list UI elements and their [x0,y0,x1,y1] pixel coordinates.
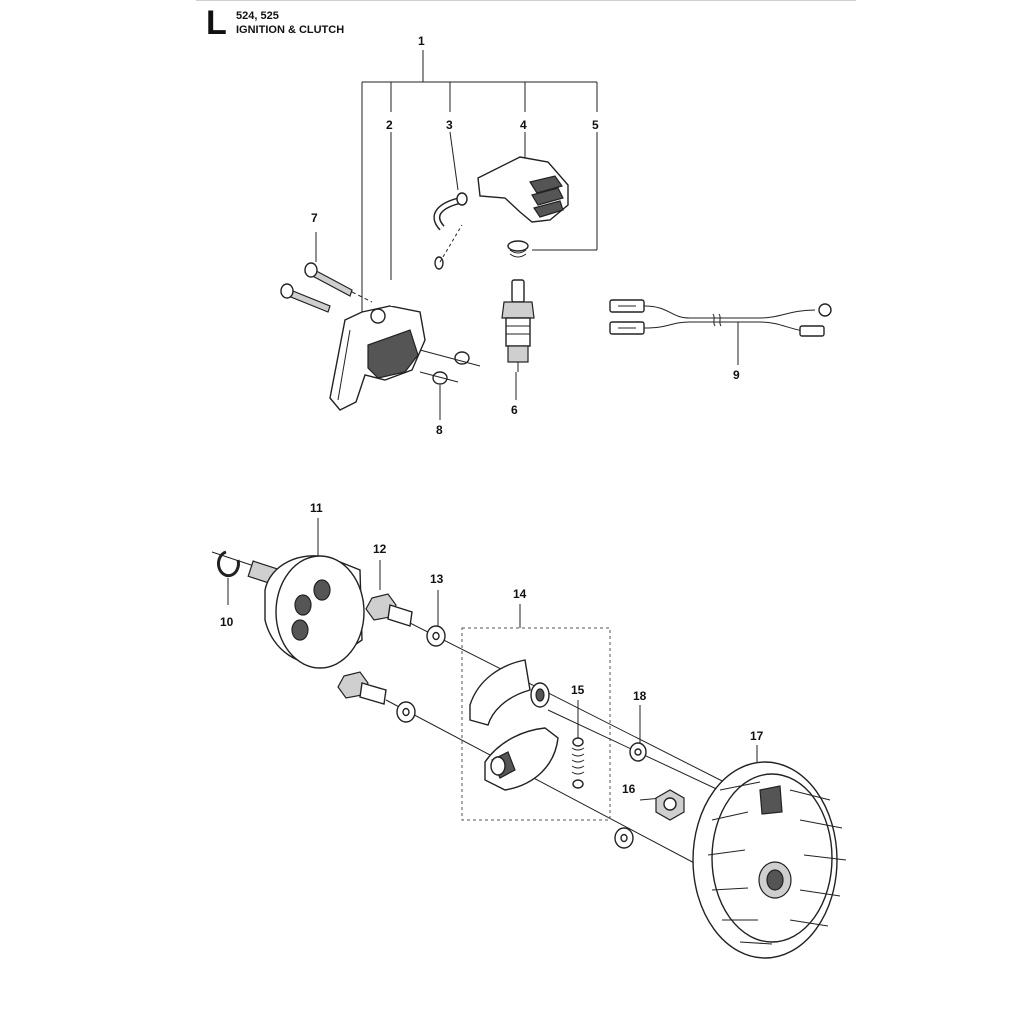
coil-screws-part [280,262,373,313]
section-letter: L [206,4,227,42]
cap-spring-part [507,240,529,258]
callout-18: 18 [633,689,647,703]
washers-part [396,625,446,723]
callout-5: 5 [592,118,599,132]
callout-16: 16 [622,782,636,796]
callout-13: 13 [430,572,444,586]
callout-1-bracket [361,50,598,320]
callout-15: 15 [571,683,585,697]
clutch-spring-part [571,737,585,789]
callout-8: 8 [436,423,443,437]
flywheel-washer-part [614,742,647,849]
top-border-line [196,0,856,1]
callout-6: 6 [511,403,518,417]
shoulder-screws-part [337,593,413,705]
spark-plug-part [501,279,535,372]
model-numbers: 524, 525 [236,10,279,22]
leader-lines-ignition [315,131,739,420]
callout-12: 12 [373,542,387,556]
circlip-part [217,550,240,578]
callout-1: 1 [418,34,425,48]
flywheel-nut-part [655,789,685,821]
callout-11: 11 [310,501,323,515]
coil-spacers-part [419,349,481,385]
callout-14: 14 [513,587,527,601]
ignition-coil-part [329,224,463,411]
short-circuit-cable-part [609,299,832,337]
clutch-shoes-part [461,627,611,821]
section-title: IGNITION & CLUTCH [236,24,345,36]
callout-7: 7 [311,211,318,225]
clutch-drum-part [247,555,365,669]
callout-3: 3 [446,118,453,132]
callout-10: 10 [220,615,234,629]
callout-4: 4 [520,118,527,132]
callout-9: 9 [733,368,740,382]
flywheel-part [692,761,847,959]
ht-lead-part [433,192,468,231]
spark-plug-cap-part [477,156,569,223]
callout-17: 17 [750,729,764,743]
callout-2: 2 [386,118,393,132]
